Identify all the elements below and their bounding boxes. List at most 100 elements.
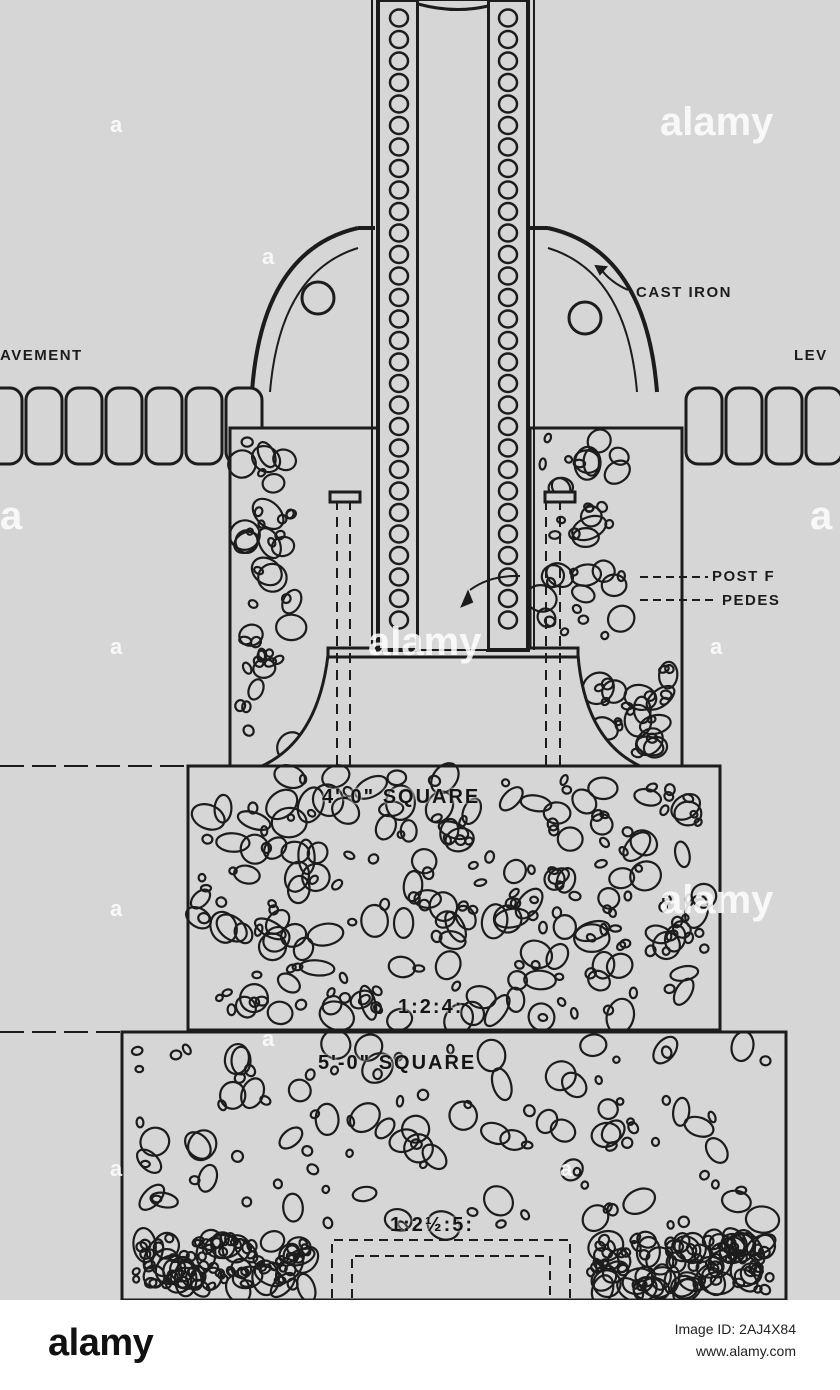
aggregate-stone xyxy=(386,1007,414,1032)
rivet-hole xyxy=(388,8,410,28)
aggregate-stone xyxy=(457,900,469,912)
aggregate-stone xyxy=(587,776,619,801)
aggregate-stone xyxy=(503,858,527,885)
aggregate-stone xyxy=(266,1000,294,1026)
aggregate-stone xyxy=(560,1071,588,1099)
aggregate-stone xyxy=(710,1179,720,1190)
aggregate-stone xyxy=(661,1094,672,1106)
watermark-fragment: a xyxy=(0,494,23,538)
aggregate-stone xyxy=(661,946,671,956)
cast-iron-hood xyxy=(250,226,659,393)
aggregate-stone xyxy=(701,1234,715,1248)
aggregate-stone xyxy=(400,1114,431,1144)
aggregate-stone xyxy=(522,1104,536,1118)
aggregate-stone xyxy=(628,986,639,1000)
aggregate-stone xyxy=(154,1254,187,1286)
watermark: alamy xyxy=(660,100,774,144)
aggregate-stone xyxy=(383,1207,413,1233)
rivet-hole xyxy=(388,223,410,243)
aggregate-stone xyxy=(131,1267,141,1276)
aggregate-stone xyxy=(635,1235,662,1269)
aggregate-stone xyxy=(615,1097,625,1106)
aggregate-stone xyxy=(246,1238,258,1253)
rivet-hole xyxy=(497,395,519,415)
aggregate-stone xyxy=(233,864,261,885)
pavement-block xyxy=(684,386,724,466)
aggregate-stone xyxy=(173,1260,198,1298)
aggregate-stone xyxy=(694,927,705,939)
aggregate-stone xyxy=(460,1000,486,1027)
pavement-block xyxy=(184,386,224,466)
rivet-hole xyxy=(388,373,410,394)
aggregate-stone xyxy=(298,959,336,977)
pavement-block xyxy=(144,386,184,466)
aggregate-stone xyxy=(650,1263,672,1291)
rivet-hole xyxy=(388,244,410,265)
aggregate-stone xyxy=(484,850,496,864)
watermark-fragment: a xyxy=(110,896,123,921)
rivet-hole xyxy=(388,29,410,50)
aggregate-stone xyxy=(670,915,684,929)
aggregate-stone xyxy=(593,1247,620,1271)
pedestal-label: PEDES xyxy=(722,592,781,609)
watermark-fragment: a xyxy=(110,1156,123,1181)
aggregate-stone xyxy=(667,1255,678,1268)
aggregate-stone xyxy=(571,526,600,549)
aggregate-stone xyxy=(306,1163,320,1176)
aggregate-stone xyxy=(251,497,285,531)
aggregate-stone xyxy=(258,1263,272,1275)
aggregate-stone xyxy=(428,891,459,923)
site-url-text: www.alamy.com xyxy=(695,1343,796,1359)
aggregate-stone xyxy=(614,719,624,732)
aggregate-stone xyxy=(241,661,253,675)
rivet-hole xyxy=(388,395,410,415)
aggregate-stone xyxy=(717,1241,727,1251)
rivet-hole xyxy=(497,502,519,523)
rivet-hole xyxy=(388,524,410,544)
aggregate-stone xyxy=(282,1192,304,1223)
aggregate-stone xyxy=(217,1270,226,1280)
aggregate-stone xyxy=(227,449,257,479)
aggregate-stone xyxy=(730,1229,755,1257)
aggregate-stone xyxy=(537,920,549,935)
level-label: LEV xyxy=(794,347,828,364)
rivet-hole xyxy=(497,373,519,394)
aggregate-stone xyxy=(207,1261,220,1274)
aggregate-stone xyxy=(641,1277,665,1298)
rivet-hole xyxy=(388,180,410,200)
aggregate-stone xyxy=(636,1230,657,1249)
aggregate-stone xyxy=(586,428,612,454)
aggregate-stone xyxy=(571,603,583,615)
watermark-fragment: a xyxy=(110,112,123,137)
aggregate-stone xyxy=(590,1121,622,1149)
aggregate-stone xyxy=(591,950,616,980)
pavement-block xyxy=(64,386,104,466)
aggregate-stone xyxy=(218,1080,247,1110)
aggregate-stone xyxy=(673,1235,702,1262)
aggregate-stone xyxy=(466,1207,479,1217)
aggregate-stone xyxy=(360,903,390,938)
aggregate-stone xyxy=(130,1045,144,1056)
aggregate-stone xyxy=(587,1229,625,1263)
aggregate-stone xyxy=(476,1038,507,1073)
pavement-block xyxy=(804,386,840,466)
aggregate-stone xyxy=(707,1110,717,1124)
aggregate-stone xyxy=(226,1003,237,1017)
aggregate-stone xyxy=(620,701,634,711)
rivet-hole xyxy=(497,459,519,480)
aggregate-stone xyxy=(371,985,383,997)
aggregate-stone xyxy=(410,848,438,875)
aggregate-stone xyxy=(403,1133,434,1164)
aggregate-stone xyxy=(421,1143,448,1171)
aggregate-stone xyxy=(623,890,633,902)
aggregate-stone xyxy=(134,1064,145,1074)
aggregate-stone xyxy=(197,1163,219,1193)
rivet-hole xyxy=(388,115,410,136)
rivet-hole xyxy=(497,287,519,308)
aggregate-stone xyxy=(261,472,286,494)
aggregate-stone xyxy=(670,1274,699,1300)
aggregate-stone xyxy=(142,1238,165,1273)
aggregate-stone xyxy=(537,1012,549,1023)
aggregate-stone xyxy=(343,850,356,861)
aggregate-stone xyxy=(285,508,298,520)
